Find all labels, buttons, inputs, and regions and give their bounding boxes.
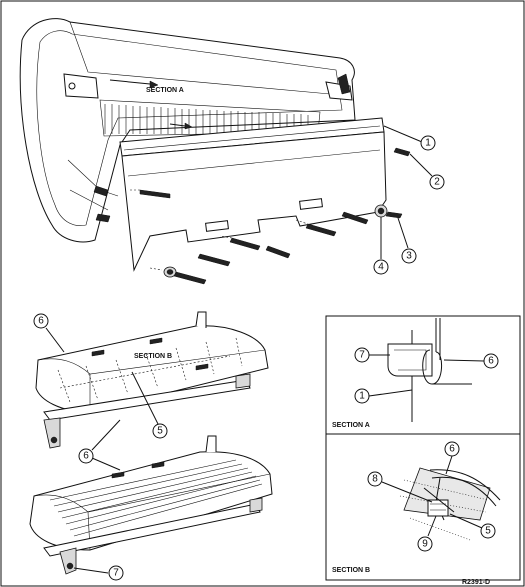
section-b-label-main: SECTION B: [134, 353, 172, 360]
figure-code: R2391-D: [462, 579, 490, 586]
inset-section-a-drawing: [387, 318, 472, 422]
panel-screws: [139, 147, 411, 267]
upper-seat-cushion: SECTION B: [35, 311, 269, 449]
svg-text:5: 5: [157, 426, 163, 437]
inset-section-b-drawing: [399, 467, 501, 541]
callout-insetb-9: 9: [417, 515, 437, 552]
svg-text:6: 6: [449, 444, 455, 455]
callout-top-4: 4: [373, 217, 389, 275]
svg-text:4: 4: [378, 262, 384, 273]
svg-text:7: 7: [359, 350, 365, 361]
svg-text:7: 7: [113, 568, 119, 579]
svg-text:9: 9: [422, 539, 428, 550]
callout-top-3: 3: [397, 217, 417, 264]
svg-text:1: 1: [425, 138, 431, 149]
callout-cushion-5: 5: [131, 371, 168, 439]
svg-text:6: 6: [83, 451, 89, 462]
callout-cushion-7: 7: [73, 565, 124, 581]
section-a-label-main: SECTION A: [146, 87, 184, 94]
svg-text:3: 3: [406, 251, 412, 262]
seat-back-assembly: SECTION A: [19, 18, 411, 285]
section-a-label-inset: SECTION A: [332, 422, 370, 429]
callout-insetb-8: 8: [367, 471, 433, 503]
lower-seat-cushion: [29, 435, 273, 575]
svg-text:6: 6: [488, 356, 494, 367]
callout-inseta-6: 6: [443, 353, 499, 369]
callout-insetb-6: 6: [444, 441, 460, 475]
callout-top-1: 1: [383, 125, 436, 151]
callout-insetb-5: 5: [449, 513, 496, 539]
svg-text:1: 1: [359, 391, 365, 402]
svg-text:5: 5: [485, 526, 491, 537]
svg-text:8: 8: [372, 474, 378, 485]
callout-inseta-7: 7: [354, 347, 390, 363]
callout-cushion-6-lower: 6: [78, 419, 121, 471]
callout-cushion-6-upper: 6: [33, 313, 65, 353]
svg-text:2: 2: [434, 177, 440, 188]
callout-inseta-1: 1: [354, 388, 413, 404]
callout-top-2: 2: [409, 153, 445, 190]
svg-text:6: 6: [38, 316, 44, 327]
section-b-label-inset: SECTION B: [332, 567, 370, 574]
